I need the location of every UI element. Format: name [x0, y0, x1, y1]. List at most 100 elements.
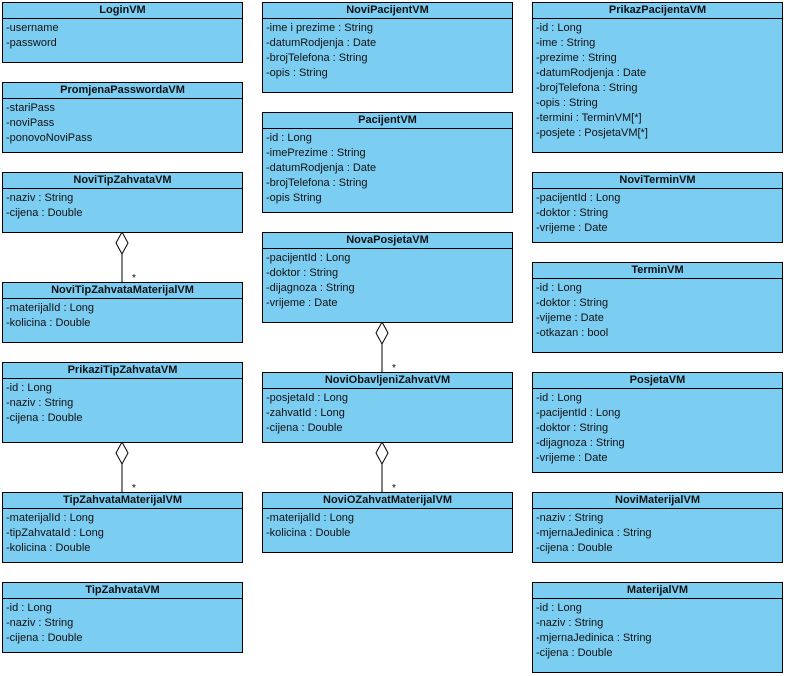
aggregation-noviobavljenizahvat: * [375, 440, 396, 494]
class-attribute: -doktor : String [536, 422, 609, 434]
class-attribute: -materijalId : Long [6, 302, 95, 314]
class-attribute: -kolicina : Double [6, 542, 91, 554]
class-name: TipZahvataVM [3, 583, 242, 599]
class-attribute: -cijena : Double [6, 632, 83, 644]
class-attribute: -cijena : Double [536, 542, 613, 554]
class-attribute: -doktor : String [536, 207, 609, 219]
class-attribute: -vrijeme : Date [266, 297, 338, 309]
class-tipzahvatavm[interactable]: TipZahvataVM -id : Long -naziv : String … [2, 582, 243, 653]
class-attribute: -naziv : String [6, 617, 74, 629]
class-attribute: -doktor : String [266, 267, 339, 279]
class-name: NoviOZahvatMaterijalVM [263, 493, 512, 509]
class-attribute: -datumRodjenja : Date [266, 162, 377, 174]
class-promjenapasswordavm[interactable]: PromjenaPasswordaVM -stariPass -noviPass… [2, 82, 243, 153]
multiplicity-label: * [392, 363, 396, 374]
class-name: LoginVM [3, 3, 242, 19]
class-attribute: -otkazan : bool [536, 327, 609, 339]
class-attribute: -tipZahvataId : Long [6, 527, 104, 539]
class-attribute: -id : Long [536, 22, 582, 34]
class-name: NoviTipZahvataMaterijalVM [3, 283, 242, 299]
class-novipacijentvm[interactable]: NoviPacijentVM -ime i prezime : String -… [262, 2, 513, 93]
class-attribute: -id : Long [536, 602, 582, 614]
class-name: PrikazPacijentaVM [533, 3, 782, 19]
class-attribute: -posjetaId : Long [266, 392, 348, 404]
class-name: MaterijalVM [533, 583, 782, 599]
class-name: PacijentVM [263, 113, 512, 129]
class-attribute: -id : Long [536, 282, 582, 294]
class-attribute: -datumRodjenja : Date [266, 37, 377, 49]
class-attribute: -stariPass [6, 102, 55, 114]
class-name: NoviPacijentVM [263, 3, 512, 19]
class-attribute: -opis : String [266, 67, 328, 79]
class-attribute: -password [6, 37, 57, 49]
class-name: TerminVM [533, 263, 782, 279]
class-attribute: -cijena : Double [6, 207, 83, 219]
class-attribute: -brojTelefona : String [266, 52, 368, 64]
class-attribute: -id : Long [536, 392, 582, 404]
class-attribute: -kolicina : Double [266, 527, 351, 539]
class-attribute: -pacijentId : Long [266, 252, 351, 264]
class-attribute: -cijena : Double [536, 647, 613, 659]
class-name: NoviMaterijalVM [533, 493, 782, 509]
class-attribute: -termini : TerminVM[*] [536, 112, 642, 124]
class-attribute: -opis String [266, 192, 322, 204]
class-attribute: -pacijentId : Long [536, 407, 621, 419]
class-tipzahvatamaterijalvm[interactable]: TipZahvataMaterijalVM -materijalId : Lon… [2, 492, 243, 563]
class-attribute: -vrijeme : Date [536, 452, 608, 464]
class-name: NoviTerminVM [533, 173, 782, 189]
class-name: NovaPosjetaVM [263, 233, 512, 249]
multiplicity-label: * [132, 273, 136, 284]
class-terminvm[interactable]: TerminVM -id : Long -doktor : String -vi… [532, 262, 783, 353]
class-attribute: -noviPass [6, 117, 55, 129]
class-attribute: -pacijentId : Long [536, 192, 621, 204]
class-attribute: -naziv : String [536, 512, 604, 524]
class-attribute: -brojTelefona : String [536, 82, 638, 94]
class-attribute: -naziv : String [6, 397, 74, 409]
class-attribute: -brojTelefona : String [266, 177, 368, 189]
class-attribute: -username [6, 22, 59, 34]
class-name: NoviTipZahvataVM [3, 173, 242, 189]
class-name: NoviObavljeniZahvatVM [263, 373, 512, 389]
class-attribute: -vijeme : Date [536, 312, 604, 324]
class-pacijentvm[interactable]: PacijentVM -id : Long -imePrezime : Stri… [262, 112, 513, 213]
class-attribute: -id : Long [266, 132, 312, 144]
class-name: PromjenaPasswordaVM [3, 83, 242, 99]
class-noviterminvm[interactable]: NoviTerminVM -pacijentId : Long -doktor … [532, 172, 783, 243]
class-attribute: -imePrezime : String [266, 147, 366, 159]
class-attribute: -naziv : String [536, 617, 604, 629]
class-name: PosjetaVM [533, 373, 782, 389]
class-novitipzahvatamaterijalvm[interactable]: NoviTipZahvataMaterijalVM -materijalId :… [2, 282, 243, 343]
class-attribute: -id : Long [6, 382, 52, 394]
multiplicity-label: * [392, 483, 396, 494]
class-materijalvm[interactable]: MaterijalVM -id : Long -naziv : String -… [532, 582, 783, 673]
class-attribute: -ime i prezime : String [266, 22, 373, 34]
class-prikazitipzahvatavm[interactable]: PrikaziTipZahvataVM -id : Long -naziv : … [2, 362, 243, 443]
class-name: TipZahvataMaterijalVM [3, 493, 242, 509]
class-attribute: -naziv : String [6, 192, 74, 204]
class-attribute: -datumRodjenja : Date [536, 67, 647, 79]
class-attribute: -mjernaJedinica : String [536, 527, 652, 539]
class-attribute: -cijena : Double [6, 412, 83, 424]
class-attribute: -opis : String [536, 97, 598, 109]
aggregation-novitipzahvata: * [115, 230, 136, 284]
class-novimaterijalvm[interactable]: NoviMaterijalVM -naziv : String -mjernaJ… [532, 492, 783, 563]
class-novitipzahvatavm[interactable]: NoviTipZahvataVM -naziv : String -cijena… [2, 172, 243, 233]
class-attribute: -zahvatId : Long [266, 407, 345, 419]
class-noviobavljenizahvatvm[interactable]: NoviObavljeniZahvatVM -posjetaId : Long … [262, 372, 513, 443]
class-attribute: -posjete : PosjetaVM[*] [536, 127, 648, 139]
multiplicity-label: * [132, 483, 136, 494]
class-attribute: -kolicina : Double [6, 317, 91, 329]
class-prikazpacijentavm[interactable]: PrikazPacijentaVM -id : Long -ime : Stri… [532, 2, 783, 153]
class-attribute: -mjernaJedinica : String [536, 632, 652, 644]
class-novaposjetavm[interactable]: NovaPosjetaVM -pacijentId : Long -doktor… [262, 232, 513, 323]
class-loginvm[interactable]: LoginVM -username -password [2, 2, 243, 63]
class-attribute: -ponovoNoviPass [6, 132, 93, 144]
class-attribute: -cijena : Double [266, 422, 343, 434]
class-attribute: -materijalId : Long [6, 512, 95, 524]
class-noviozahvatmaterijalvm[interactable]: NoviOZahvatMaterijalVM -materijalId : Lo… [262, 492, 513, 553]
class-posjetavm[interactable]: PosjetaVM -id : Long -pacijentId : Long … [532, 372, 783, 473]
aggregation-novaposjeta: * [375, 320, 396, 374]
class-attribute: -materijalId : Long [266, 512, 355, 524]
class-attribute: -prezime : String [536, 52, 617, 64]
